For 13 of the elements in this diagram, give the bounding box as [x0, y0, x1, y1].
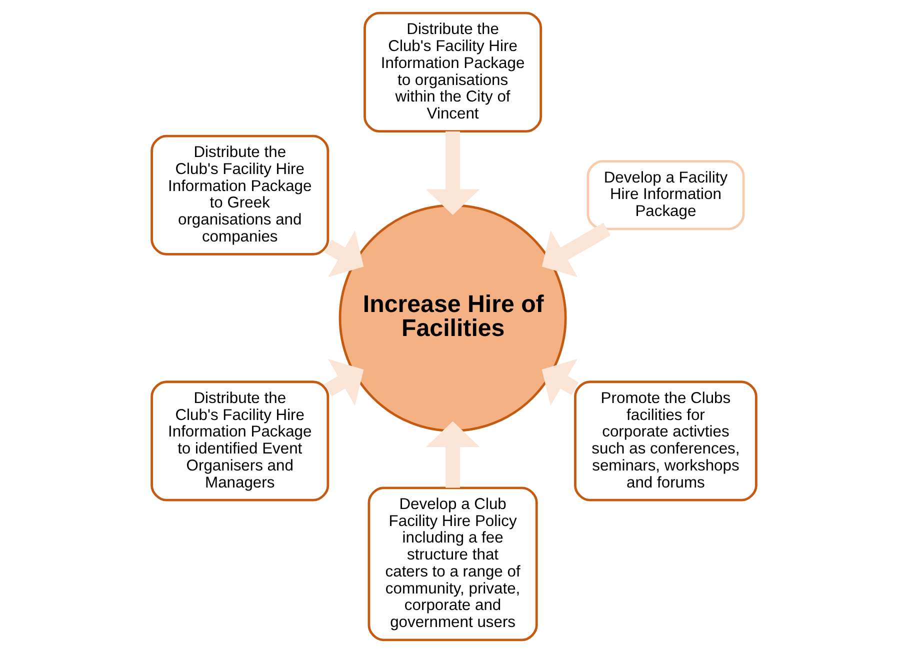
arrow: [324, 358, 364, 406]
arrow: [425, 421, 480, 488]
node-circle: Increase Hire of Facilities: [338, 204, 566, 432]
arrow: [425, 131, 480, 215]
arrow: [541, 222, 610, 278]
node-box: Distribute the Club's Facility Hire Information Package to identified Event Organisers and Managers: [150, 380, 329, 502]
node-box: Distribute the Club's Facility Hire Information Package to organisations within the City of Vincent: [363, 12, 542, 133]
node-box: Promote the Clubs facilities for corporate activties such as conferences, seminars, workshops and forums: [574, 380, 757, 502]
node-box: Develop a Club Facility Hire Policy including a fee structure that caters to a range of community, private, corporate and government users: [367, 486, 538, 642]
node-box: Develop a Facility Hire Information Package: [586, 160, 744, 230]
arrow: [541, 358, 578, 406]
arrow: [324, 230, 364, 278]
node-box: Distribute the Club's Facility Hire Information Package to Greek organisations and companies: [150, 134, 329, 256]
